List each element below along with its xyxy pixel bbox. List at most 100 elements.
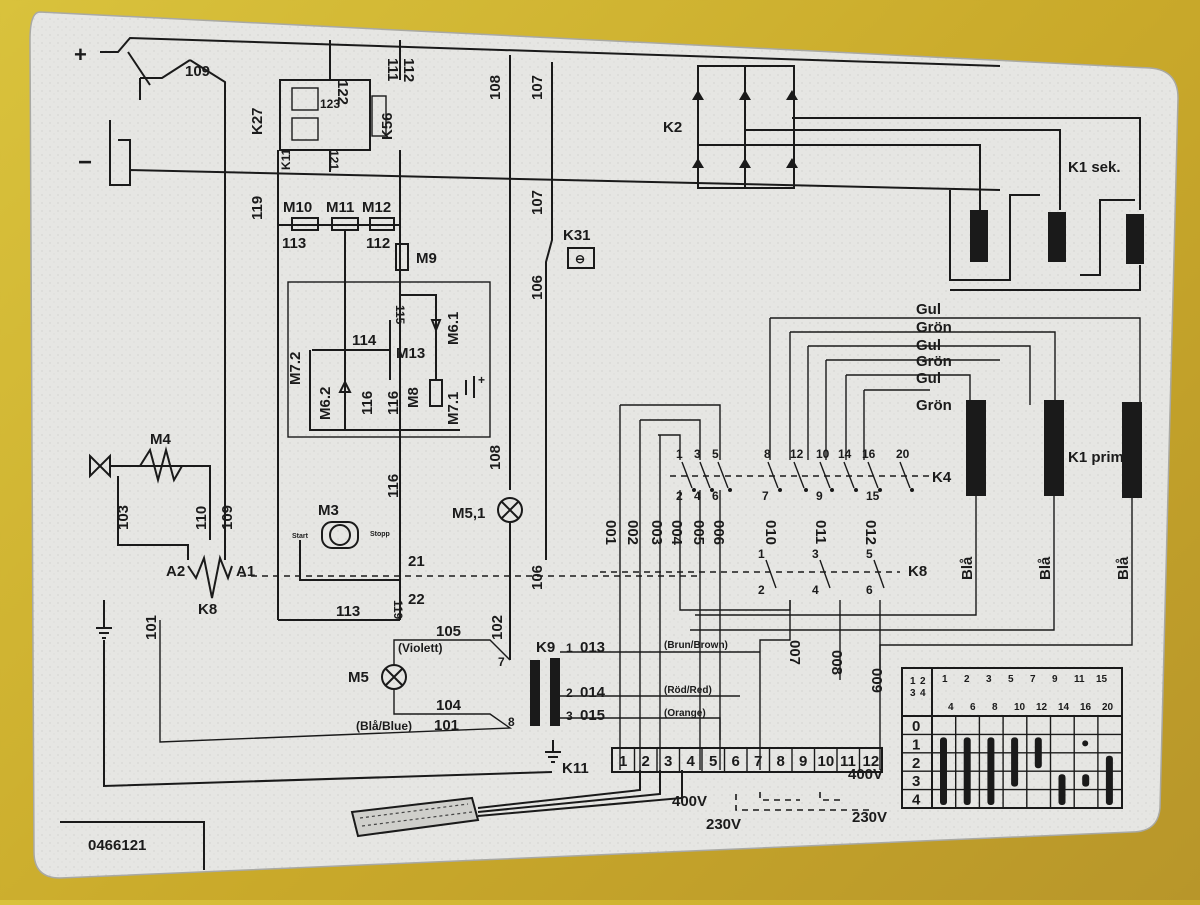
- table-position-bar-6: [1082, 774, 1090, 787]
- k4-contact-top-20: 20: [896, 447, 910, 461]
- a1-label: A1: [236, 563, 255, 580]
- terminal-11: 11: [840, 753, 856, 770]
- svg-text:Blå: Blå: [1115, 556, 1132, 580]
- m8-label: M8: [405, 387, 422, 408]
- power-cable: [350, 770, 683, 838]
- table-position-bar-1: [963, 737, 971, 805]
- wire-002: 002: [624, 520, 641, 545]
- table-header-2-1: 2: [964, 674, 970, 685]
- k4-switch-pin-3: [778, 488, 782, 492]
- table-position-bar-7: [1105, 755, 1113, 805]
- m13-label: M13: [396, 345, 425, 362]
- m8-resistor: [429, 379, 443, 407]
- terminal-3: 3: [664, 753, 672, 770]
- k9-output-color-1: (Brun/Brown): [664, 640, 728, 651]
- wire-103: 103: [115, 505, 132, 530]
- table-row-0: 0: [912, 718, 920, 735]
- wire-106-b: 106: [529, 565, 546, 590]
- a2-label: A2: [166, 563, 185, 580]
- table-corner-3: 3: [910, 688, 916, 699]
- k4-switch-4: [793, 461, 805, 489]
- k9-output-num-3: 3: [566, 709, 573, 723]
- k4-contact-bottom-6: 6: [712, 489, 719, 503]
- k4-contact-top-16: 16: [862, 447, 876, 461]
- m62-label: M6.2: [317, 387, 334, 420]
- wire-109-b: 109: [219, 505, 236, 530]
- table-header-12-12: 12: [1036, 702, 1048, 713]
- k4-switch-pin-1: [710, 488, 714, 492]
- m5-bottom-wire: (Blå/Blue): [356, 719, 412, 733]
- terminal-7: 7: [498, 655, 505, 669]
- table-header-16-14: 16: [1080, 702, 1092, 713]
- k4-switch-pin-5: [830, 488, 834, 492]
- wire-104: 104: [436, 697, 462, 714]
- k9-label: K9: [536, 639, 555, 656]
- k4-switch-pin-2: [728, 488, 732, 492]
- k4-contact-top-12: 12: [790, 447, 804, 461]
- svg-text:⊖: ⊖: [575, 252, 585, 266]
- table-frame: [901, 667, 1123, 809]
- wire-113-b: 113: [336, 603, 360, 620]
- k1prim-winding-3: [1122, 402, 1142, 498]
- table-header-4-8: 4: [948, 702, 954, 713]
- table-corner-1: 1: [910, 676, 916, 687]
- terminal-5: 5: [709, 753, 717, 770]
- wire-001: 001: [602, 520, 619, 545]
- k9-core-left: [530, 660, 540, 726]
- terminal-10: 10: [818, 753, 835, 770]
- wire-108-b: 108: [487, 445, 504, 470]
- wire-116-c: 116: [385, 474, 402, 498]
- m72-label: M7.2: [287, 352, 304, 385]
- k1sek-winding-1: [970, 210, 988, 262]
- table-header-6-9: 6: [970, 702, 976, 713]
- table-corner-4: 4: [920, 688, 926, 699]
- table-header-7-4: 7: [1030, 674, 1036, 685]
- k4-switch-8: [899, 461, 911, 489]
- k4-contact-top-14: 14: [838, 447, 852, 461]
- terminal-4: 4: [687, 753, 696, 770]
- k4-contact-top-8: 8: [764, 447, 771, 461]
- wire-102: 102: [489, 615, 506, 640]
- table-position-bar-2: [987, 737, 995, 805]
- wire-115: 115: [393, 305, 407, 325]
- k8-contacts-label: K8: [908, 563, 927, 580]
- wire-005: 005: [690, 520, 707, 545]
- wire-109-top: 109: [185, 63, 210, 80]
- wire-116: 116: [359, 391, 376, 415]
- k4-switch-pin-7: [878, 488, 882, 492]
- wire-119-b: 119: [391, 600, 405, 620]
- k11-ground-label: K11: [562, 760, 589, 777]
- serial-number: 0466121: [88, 837, 146, 854]
- k8-contact-bottom-4: 4: [812, 583, 819, 597]
- wire-107: 107: [529, 75, 546, 100]
- wire-114: 114: [352, 332, 377, 349]
- wire-003: 003: [648, 520, 665, 545]
- k4-switch-5: [819, 461, 831, 489]
- k1prim-label: K1 prim: [1068, 449, 1124, 466]
- k8-switch-1: [819, 559, 831, 589]
- wire-111: 111: [384, 58, 401, 81]
- table-position-dot-2: [1058, 795, 1065, 802]
- svg-text:Grön: Grön: [916, 353, 952, 370]
- terminal-7: 7: [754, 753, 762, 770]
- wire-123: 123: [320, 97, 340, 111]
- voltage-400v-left: 400V: [672, 793, 707, 810]
- k4-label: K4: [932, 469, 952, 486]
- k4-contact-top-10: 10: [816, 447, 830, 461]
- table-header-3-2: 3: [986, 674, 992, 685]
- wire-106: 106: [529, 275, 546, 300]
- table-header-10-11: 10: [1014, 702, 1026, 713]
- voltage-400v-right: 400V: [848, 766, 883, 783]
- svg-text:Grön: Grön: [916, 397, 952, 414]
- table-header-8-10: 8: [992, 702, 998, 713]
- wire-007: 007: [786, 640, 803, 665]
- m3-label: M3: [318, 502, 339, 519]
- k4-contact-top-5: 5: [712, 447, 719, 461]
- k9-output-wire-013: 013: [580, 639, 605, 656]
- svg-text:Blå: Blå: [1037, 556, 1054, 580]
- svg-text:+: +: [478, 373, 485, 387]
- m12-resistor: [369, 217, 395, 231]
